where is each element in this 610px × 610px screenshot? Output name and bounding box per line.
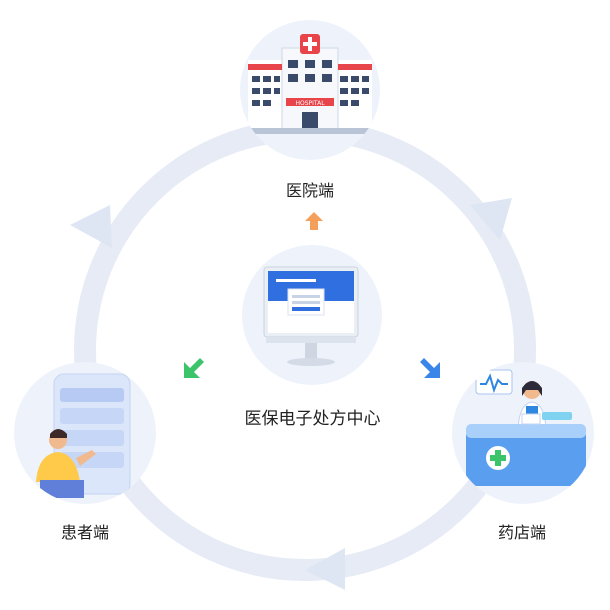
arrow-down-right-icon (420, 358, 440, 378)
hospital-building-icon: HOSPITAL (240, 34, 380, 134)
arrow-up-icon (305, 212, 323, 230)
pharmacist-counter-icon (466, 369, 586, 486)
patient-label: 患者端 (60, 523, 109, 542)
arrow-down-left-icon (184, 358, 204, 378)
center-label: 医保电子处方中心 (244, 409, 381, 429)
hospital-sign: HOSPITAL (295, 100, 325, 107)
smartphone-user-icon (36, 373, 131, 498)
ring-arrowhead-bottom (305, 548, 345, 590)
monitor-icon (263, 266, 359, 366)
hospital-label: 医院端 (285, 181, 334, 200)
patient-node (14, 362, 156, 504)
pharmacy-node (452, 362, 594, 504)
center-node (242, 245, 382, 385)
ring-arrowhead-left (70, 205, 112, 248)
hospital-node: HOSPITAL (240, 20, 380, 160)
pharmacy-label: 药店端 (497, 523, 546, 542)
ring-arrowhead-right (470, 198, 512, 240)
